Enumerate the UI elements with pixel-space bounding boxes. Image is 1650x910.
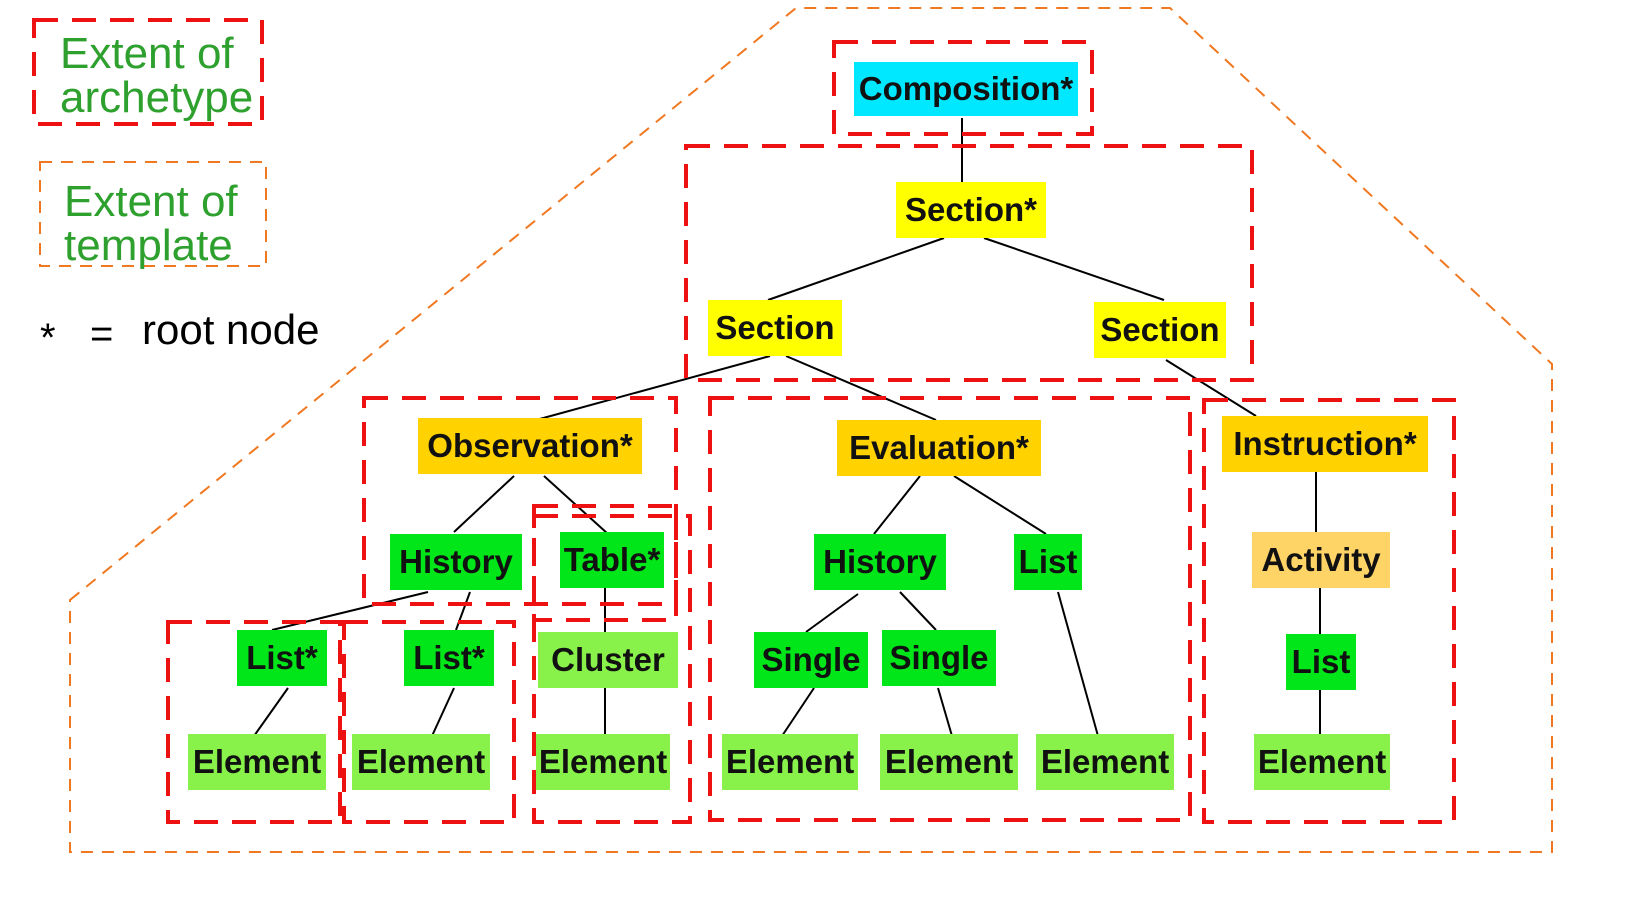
archetype-extent-list2	[342, 620, 516, 824]
edge-evaluation-list	[953, 475, 1047, 535]
edge-evaluation-history	[873, 475, 921, 535]
legend-template-line2: template	[64, 221, 233, 270]
archetype-extent-composition	[832, 40, 1094, 136]
legend-root-star: *	[40, 316, 56, 360]
legend-archetype-line2: archetype	[60, 73, 254, 122]
node-composition: Composition*	[854, 62, 1078, 116]
archetype-extent-evaluation	[708, 396, 1192, 822]
archetype-extent-instruction	[1202, 398, 1456, 824]
node-evaluation-single-1: Single	[754, 632, 868, 688]
legend-root-text: root node	[142, 306, 320, 353]
node-observation-history: History	[390, 534, 522, 590]
legend-archetype-box	[32, 18, 264, 126]
node-observation-cluster: Cluster	[538, 632, 678, 688]
archetype-extent-list1	[166, 620, 342, 824]
legend-template-box	[39, 161, 267, 267]
edge-single2-element	[937, 687, 953, 737]
archetype-extent-table	[532, 514, 692, 824]
legend-template-line1: Extent of	[64, 177, 238, 226]
node-evaluation-list: List	[1014, 534, 1082, 590]
archetype-extent-observation	[362, 396, 678, 606]
node-evaluation-history: History	[814, 534, 946, 590]
node-observation-list-2: List*	[404, 630, 494, 686]
edge-sectionleft-evaluation	[785, 355, 937, 421]
edge-sectionright-instruction	[1165, 359, 1257, 417]
edge-sectionleft-observation	[535, 355, 771, 421]
archetype-extent-table-inner	[532, 504, 678, 622]
node-element-7: Element	[1254, 734, 1390, 790]
edge-section-sectionleft	[767, 237, 945, 301]
tree-edges	[253, 118, 1321, 737]
node-section-left: Section	[708, 300, 842, 356]
node-instruction: Instruction*	[1222, 416, 1428, 472]
node-section-right: Section	[1094, 302, 1226, 358]
edge-single1-element	[781, 687, 815, 737]
edge-observation-history	[453, 475, 515, 533]
node-element-1: Element	[188, 734, 326, 790]
node-section-top: Section*	[896, 182, 1046, 238]
node-evaluation-single-2: Single	[882, 630, 996, 686]
edge-history-single1	[805, 593, 859, 633]
node-element-2: Element	[352, 734, 490, 790]
extent-boxes	[32, 7, 1553, 853]
node-observation-list-1: List*	[237, 630, 327, 686]
edge-section-sectionright	[983, 237, 1165, 301]
edge-list-element	[1057, 591, 1099, 737]
node-observation: Observation*	[418, 418, 642, 474]
template-extent-outline	[69, 7, 1553, 853]
edge-list1-element	[253, 687, 289, 737]
legend-archetype-line1: Extent of	[60, 29, 234, 78]
node-evaluation: Evaluation*	[837, 420, 1041, 476]
node-element-5: Element	[880, 734, 1018, 790]
legend-root-equals: =	[90, 312, 114, 356]
node-element-4: Element	[722, 734, 858, 790]
archetype-extent-sections	[684, 144, 1254, 382]
node-element-3: Element	[536, 734, 670, 790]
node-activity: Activity	[1252, 532, 1390, 588]
node-element-6: Element	[1036, 734, 1174, 790]
edge-list2-element	[431, 687, 455, 737]
edge-history-single2	[899, 591, 937, 631]
node-observation-table: Table*	[560, 532, 664, 588]
node-instruction-list: List	[1286, 634, 1356, 690]
